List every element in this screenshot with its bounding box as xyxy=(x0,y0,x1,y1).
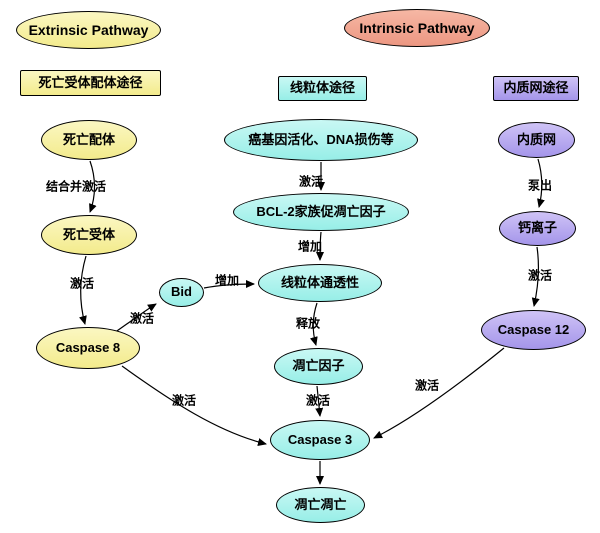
node-mito-permeability: 线粒体通透性 xyxy=(258,264,382,302)
node-bcl2-factors: BCL-2家族促凋亡因子 xyxy=(233,193,409,231)
arrow-factors-caspase3 xyxy=(315,385,324,417)
node-death-receptor: 死亡受体 xyxy=(41,215,137,255)
header-extrinsic-pathway: Extrinsic Pathway xyxy=(16,11,161,49)
node-apoptotic-factors: 凋亡因子 xyxy=(274,348,363,385)
branch-title-mitochondrial: 线粒体途径 xyxy=(278,76,367,101)
node-oncogene-dna-damage: 癌基因活化、DNA损伤等 xyxy=(224,119,418,161)
node-er: 内质网 xyxy=(498,122,575,158)
node-caspase-12: Caspase 12 xyxy=(481,310,586,350)
edge-label-activate-caspase8-caspase3: 激活 xyxy=(171,393,197,408)
node-bid: Bid xyxy=(159,278,204,307)
edge-label-activate-caspase12-caspase3: 激活 xyxy=(414,378,440,393)
arrow-ligand-receptor xyxy=(89,160,97,213)
edge-label-increase-bcl2-mito: 增加 xyxy=(297,239,323,254)
arrow-caspase12-caspase3 xyxy=(373,347,505,439)
edge-label-pump-out: 泵出 xyxy=(527,178,553,193)
node-death-ligand: 死亡配体 xyxy=(41,120,137,160)
branch-title-death-receptor-ligand: 死亡受体配体途径 xyxy=(20,70,161,96)
arrow-bcl2-mito xyxy=(316,231,325,261)
edge-label-activate-caspase8-bid: 激活 xyxy=(129,311,155,326)
edge-label-activate-factors-caspase3: 激活 xyxy=(305,393,331,408)
arrow-er-calcium xyxy=(537,158,545,208)
edge-label-bind-and-activate: 结合并激活 xyxy=(45,179,107,194)
header-intrinsic-pathway: Intrinsic Pathway xyxy=(344,9,490,47)
node-apoptosis: 凋亡凋亡 xyxy=(276,487,365,523)
edge-label-activate-receptor-caspase8: 激活 xyxy=(69,276,95,291)
edge-label-increase-bid-mito: 增加 xyxy=(214,273,240,288)
node-caspase-8: Caspase 8 xyxy=(36,327,140,369)
arrow-mito-factors xyxy=(309,302,318,346)
node-calcium: 钙离子 xyxy=(499,211,576,246)
edge-label-release: 释放 xyxy=(295,316,321,331)
arrow-caspase8-caspase3 xyxy=(121,365,267,446)
arrow-bid-mito xyxy=(203,280,255,289)
arrow-receptor-caspase8 xyxy=(79,255,87,325)
edge-label-activate-oncogene-bcl2: 激活 xyxy=(298,174,324,189)
node-caspase-3: Caspase 3 xyxy=(270,420,370,460)
edge-label-activate-calcium-caspase12: 激活 xyxy=(527,268,553,283)
branch-title-endoplasmic-reticulum: 内质网途径 xyxy=(493,76,579,101)
arrow-calcium-caspase12 xyxy=(531,246,540,307)
